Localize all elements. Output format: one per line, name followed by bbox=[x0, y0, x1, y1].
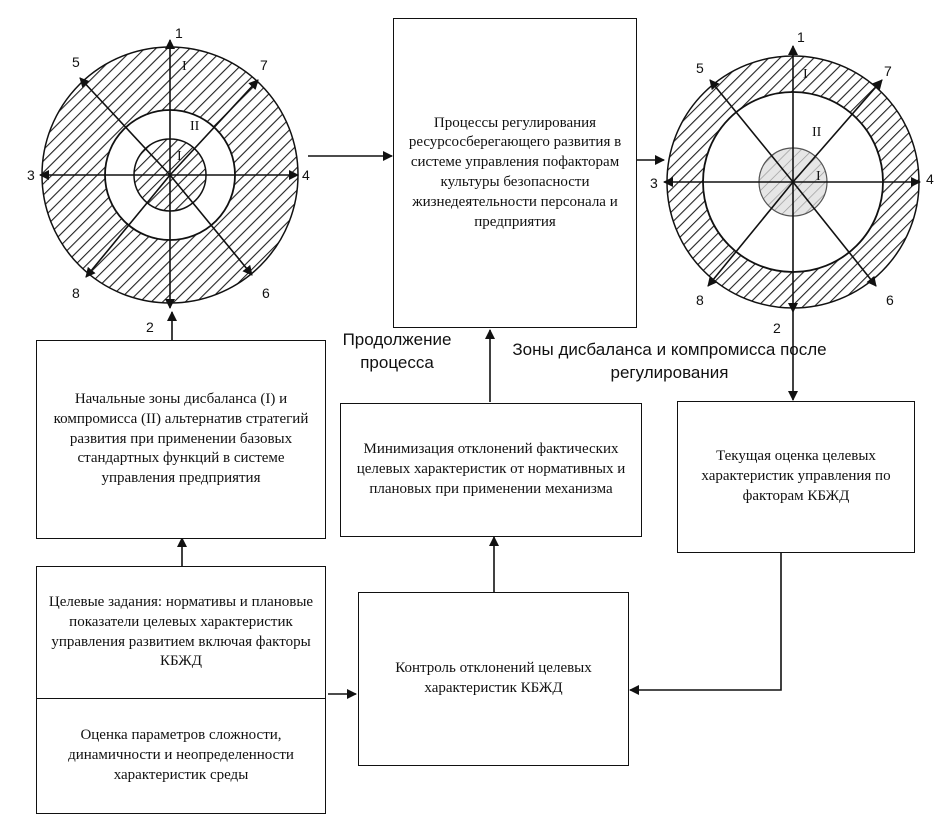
deviation-control-box: Контроль отклонений целевых характеристи… bbox=[358, 592, 629, 766]
deviation-control-text: Контроль отклонений целевых характеристи… bbox=[395, 660, 592, 696]
minimization-text: Минимизация отклонений фактических целев… bbox=[356, 441, 626, 497]
minimization-box: Минимизация отклонений фактических целев… bbox=[340, 403, 642, 537]
left-axis-label-1: 1 bbox=[175, 25, 183, 41]
right-axis-label-8: 8 bbox=[696, 292, 704, 308]
left-axis-5 bbox=[79, 77, 171, 176]
left-axis-8 bbox=[85, 174, 171, 278]
left-axis-7 bbox=[169, 79, 259, 176]
left-axis-label-2: 2 bbox=[146, 319, 154, 335]
target-tasks-text: Целевые задания: нормативы и плановые по… bbox=[48, 593, 314, 670]
right-axis-7 bbox=[792, 79, 883, 183]
right-axis-label-7: 7 bbox=[884, 63, 892, 79]
right-axis-label-3: 3 bbox=[650, 175, 658, 191]
current-assessment-text: Текущая оценка целевых характеристик упр… bbox=[701, 448, 891, 504]
process-continuation-label: Продолжение процесса bbox=[342, 330, 452, 372]
current-assessment-box: Текущая оценка целевых характеристик упр… bbox=[677, 401, 915, 553]
left-axis-label-6: 6 bbox=[262, 285, 270, 301]
left-zone-label-middle: II bbox=[190, 119, 200, 134]
initial-zones-text: Начальные зоны дисбаланса (I) и компроми… bbox=[53, 391, 309, 487]
zones-after-regulation-label: Зоны дисбаланса и компромисса после регу… bbox=[512, 340, 827, 382]
right-axis-6 bbox=[792, 181, 877, 287]
right-axis-label-1: 1 bbox=[797, 29, 805, 45]
initial-zones-box: Начальные зоны дисбаланса (I) и компроми… bbox=[36, 340, 326, 539]
regulation-process-text: Процессы регулирования ресурсосберегающе… bbox=[408, 114, 622, 230]
right-axis-label-6: 6 bbox=[886, 292, 894, 308]
connectors bbox=[167, 151, 798, 699]
complexity-assessment-text: Оценка параметров сложности, динамичност… bbox=[68, 727, 294, 783]
target-tasks-box: Целевые задания: нормативы и плановые по… bbox=[36, 566, 326, 699]
right-zone-label-outer: I bbox=[803, 67, 808, 82]
left-axis-6 bbox=[169, 174, 253, 276]
left-zone-label-inner: I bbox=[177, 149, 182, 164]
arrow-assessment-to-control bbox=[629, 553, 782, 695]
left-zone-label-outer: I bbox=[182, 59, 187, 74]
complexity-assessment-box: Оценка параметров сложности, динамичност… bbox=[36, 698, 326, 814]
regulation-process-box: Процессы регулирования ресурсосберегающе… bbox=[393, 18, 637, 328]
left-axis-label-7: 7 bbox=[260, 57, 268, 73]
left-axis-label-5: 5 bbox=[72, 54, 80, 70]
right-axis-label-2: 2 bbox=[773, 320, 781, 336]
left-axis-label-8: 8 bbox=[72, 285, 80, 301]
right-axis-5 bbox=[709, 79, 794, 183]
right-axis-label-5: 5 bbox=[696, 60, 704, 76]
left-wheel: 1 2 3 4 5 6 7 8 I II I bbox=[27, 25, 310, 335]
left-axis-label-3: 3 bbox=[27, 167, 35, 183]
right-wheel: 1 2 3 4 5 6 7 8 I II I bbox=[650, 29, 934, 336]
right-zone-label-inner: I bbox=[816, 169, 821, 184]
right-zone-label-middle: II bbox=[812, 125, 822, 140]
right-axis-8 bbox=[707, 181, 794, 287]
right-axis-label-4: 4 bbox=[926, 171, 934, 187]
left-axis-label-4: 4 bbox=[302, 167, 310, 183]
